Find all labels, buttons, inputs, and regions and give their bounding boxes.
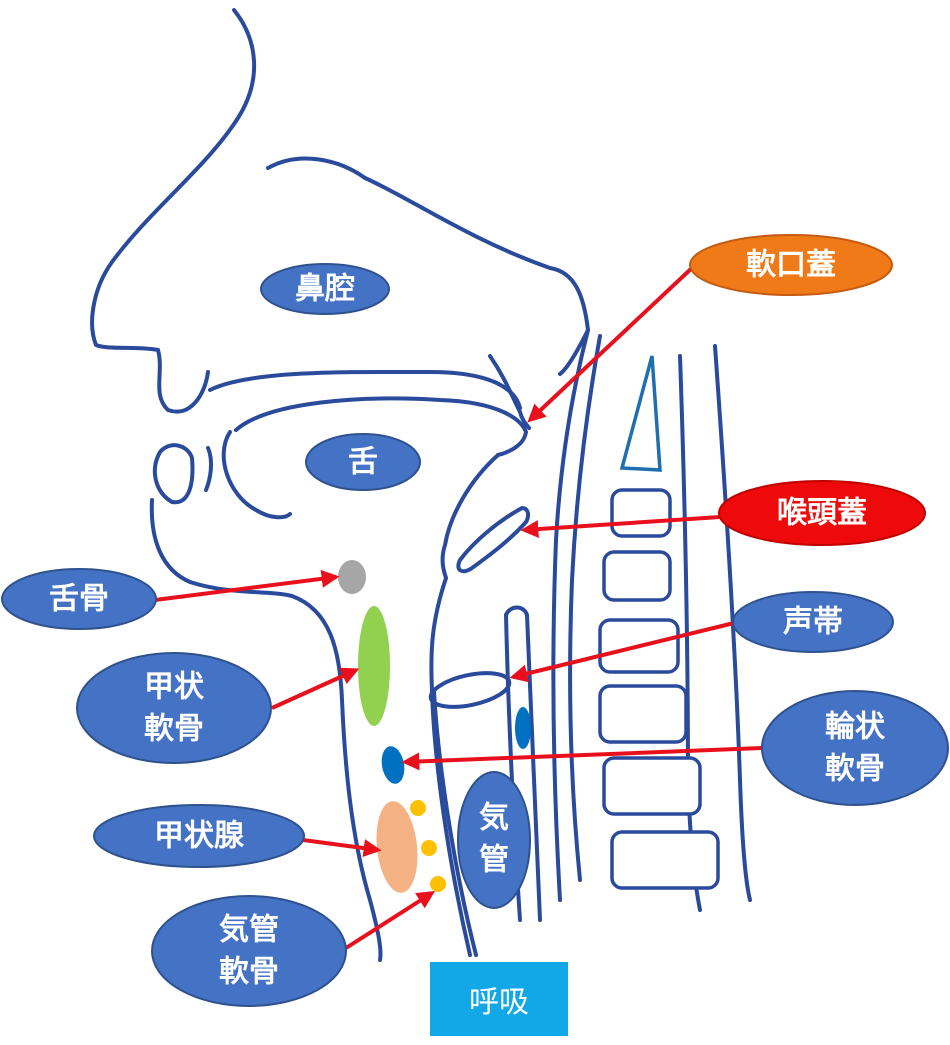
vertebra-1 <box>610 488 672 538</box>
label-nasal-cavity <box>260 263 390 315</box>
label-thyroid-cartilage <box>76 652 272 764</box>
label-vocal-cords <box>732 591 894 653</box>
label-cricoid-text-1: 輪状 <box>825 710 886 745</box>
tracheal-ring-3 <box>430 876 446 892</box>
label-soft-palate-text: 軟口蓋 <box>746 248 836 283</box>
label-epiglottis <box>718 480 926 546</box>
vertebra-2 <box>602 550 672 602</box>
caption-box: 呼吸 <box>430 962 568 1036</box>
vertebra-6 <box>610 830 720 890</box>
label-hyoid-text: 舌骨 <box>49 582 109 617</box>
label-thyroid-gland <box>93 804 305 868</box>
label-cricoid-text-2: 軟骨 <box>825 752 885 787</box>
label-thyroid-cartilage-text-1: 甲状 <box>144 670 205 705</box>
label-hyoid <box>1 568 157 630</box>
label-trachea-text-2: 管 <box>479 843 509 878</box>
arrow-thyroid-gland <box>302 838 382 858</box>
thyroid-gland <box>376 801 418 893</box>
label-thyroid-cartilage-text-2: 軟骨 <box>144 712 204 747</box>
label-tongue-text: 舌 <box>348 445 378 480</box>
label-tracheal-cartilage-text-2: 軟骨 <box>219 955 279 990</box>
tracheal-ring-2 <box>421 840 437 856</box>
tracheal-ring-1 <box>410 800 426 816</box>
arrow-thyroid-cartilage <box>271 667 360 710</box>
arrows <box>154 265 763 950</box>
label-epiglottis-text: 喉頭蓋 <box>777 496 867 531</box>
thyroid-cartilage <box>358 606 390 726</box>
labels: 鼻腔 舌 軟口蓋 喉頭蓋 舌骨 声帯 甲状 軟骨 輪状 軟骨 甲状腺 気 管 気… <box>1 234 949 1007</box>
arrow-epiglottis <box>520 515 721 539</box>
caption-text: 呼吸 <box>469 985 529 1020</box>
vertebra-5 <box>602 756 702 816</box>
arrow-tracheal-cartilage <box>344 891 436 950</box>
label-thyroid-gland-text: 甲状腺 <box>154 819 245 854</box>
odontoid-triangle <box>619 355 662 472</box>
label-tracheal-cartilage-text-1: 気管 <box>219 913 279 948</box>
label-tongue <box>305 433 421 491</box>
hyoid-bone <box>338 560 366 594</box>
label-vocal-cords-text: 声帯 <box>783 605 843 640</box>
label-soft-palate <box>689 234 893 296</box>
arrow-hyoid <box>154 569 340 602</box>
label-nasal-cavity-text: 鼻腔 <box>295 272 355 307</box>
cricoid-cartilage-front <box>381 746 405 784</box>
vertebrae <box>598 355 720 890</box>
label-cricoid <box>761 690 949 806</box>
arrow-vocal-cords <box>509 621 735 683</box>
cricoid-cartilage-back <box>515 707 531 749</box>
vertebra-4 <box>598 684 688 744</box>
label-trachea-text-1: 気 <box>479 801 509 836</box>
arrow-soft-palate <box>527 265 695 423</box>
label-tracheal-cartilage <box>151 895 347 1007</box>
structures <box>338 560 531 893</box>
label-trachea <box>457 771 531 909</box>
arrow-cricoid <box>401 746 763 771</box>
